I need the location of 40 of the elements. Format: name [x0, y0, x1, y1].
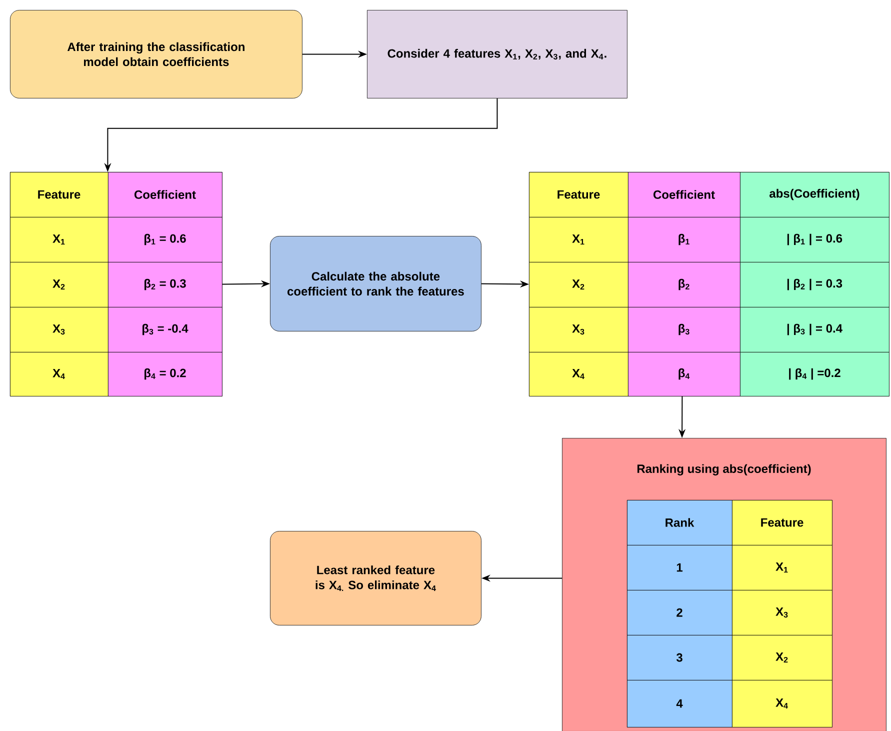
- table-cell: 4: [627, 680, 732, 728]
- table-cell: | β$_{2}$ | = 0.3: [740, 262, 890, 308]
- table-cell: | β$_{4}$ | =0.2: [740, 352, 890, 396]
- process-box: After training the classification model obtain coefficients: [10, 10, 302, 98]
- header-cell: Coefficient: [628, 172, 740, 218]
- table-cell: X$_{3}$: [529, 307, 628, 352]
- table-cell: X$_{1}$: [10, 217, 108, 262]
- table-cell: X$_{3}$: [732, 590, 832, 636]
- table-cell: β$_{3}$: [628, 307, 740, 352]
- table-cell: X$_{2}$: [529, 262, 628, 308]
- table-cell: β$_{4}$ = 0.2: [108, 352, 222, 396]
- table-cell: 1: [627, 545, 732, 590]
- table-cell: β$_{1}$: [628, 217, 740, 262]
- process-box: Consider 4 features X$_{1}$, X$_{2}$, X$_{3}$, and X$_{4}$.: [367, 10, 628, 98]
- process-box: Calculate the absolute coefficient to rank the features: [270, 236, 482, 332]
- table-cell: β$_{2}$: [628, 262, 740, 308]
- header-cell: Feature: [529, 172, 628, 218]
- header-cell: Feature: [732, 500, 832, 546]
- table-cell: β$_{2}$ = 0.3: [108, 262, 222, 308]
- table-cell: X$_{1}$: [732, 545, 832, 590]
- table-cell: | β$_{3}$ | = 0.4: [740, 307, 890, 352]
- table-cell: X$_{4}$: [10, 352, 108, 396]
- table-cell: β$_{4}$: [628, 352, 740, 396]
- panel-title: Ranking using abs(coefficient): [637, 464, 811, 476]
- header-cell: Rank: [627, 500, 732, 546]
- table-cell: 2: [627, 590, 732, 636]
- table-cell: X$_{1}$: [529, 217, 628, 262]
- header-cell: Feature: [10, 172, 108, 218]
- table-cell: β$_{3}$ = -0.4: [108, 307, 222, 352]
- header-cell: Coefficient: [108, 172, 222, 218]
- table-cell: X$_{4}$: [529, 352, 628, 396]
- table-cell: X$_{2}$: [732, 635, 832, 680]
- table-cell: | β$_{1}$ | = 0.6: [740, 217, 890, 262]
- table-cell: β$_{1}$ = 0.6: [108, 217, 222, 262]
- table-cell: X$_{2}$: [10, 262, 108, 308]
- result-box: Least ranked feature is X$_{4.}$ So eliminate X$_{4}$: [270, 531, 482, 626]
- table-cell: 3: [627, 635, 732, 680]
- table-cell: X$_{3}$: [10, 307, 108, 352]
- header-cell: abs(Coefficient): [740, 172, 890, 218]
- table-cell: X$_{4}$: [732, 680, 832, 728]
